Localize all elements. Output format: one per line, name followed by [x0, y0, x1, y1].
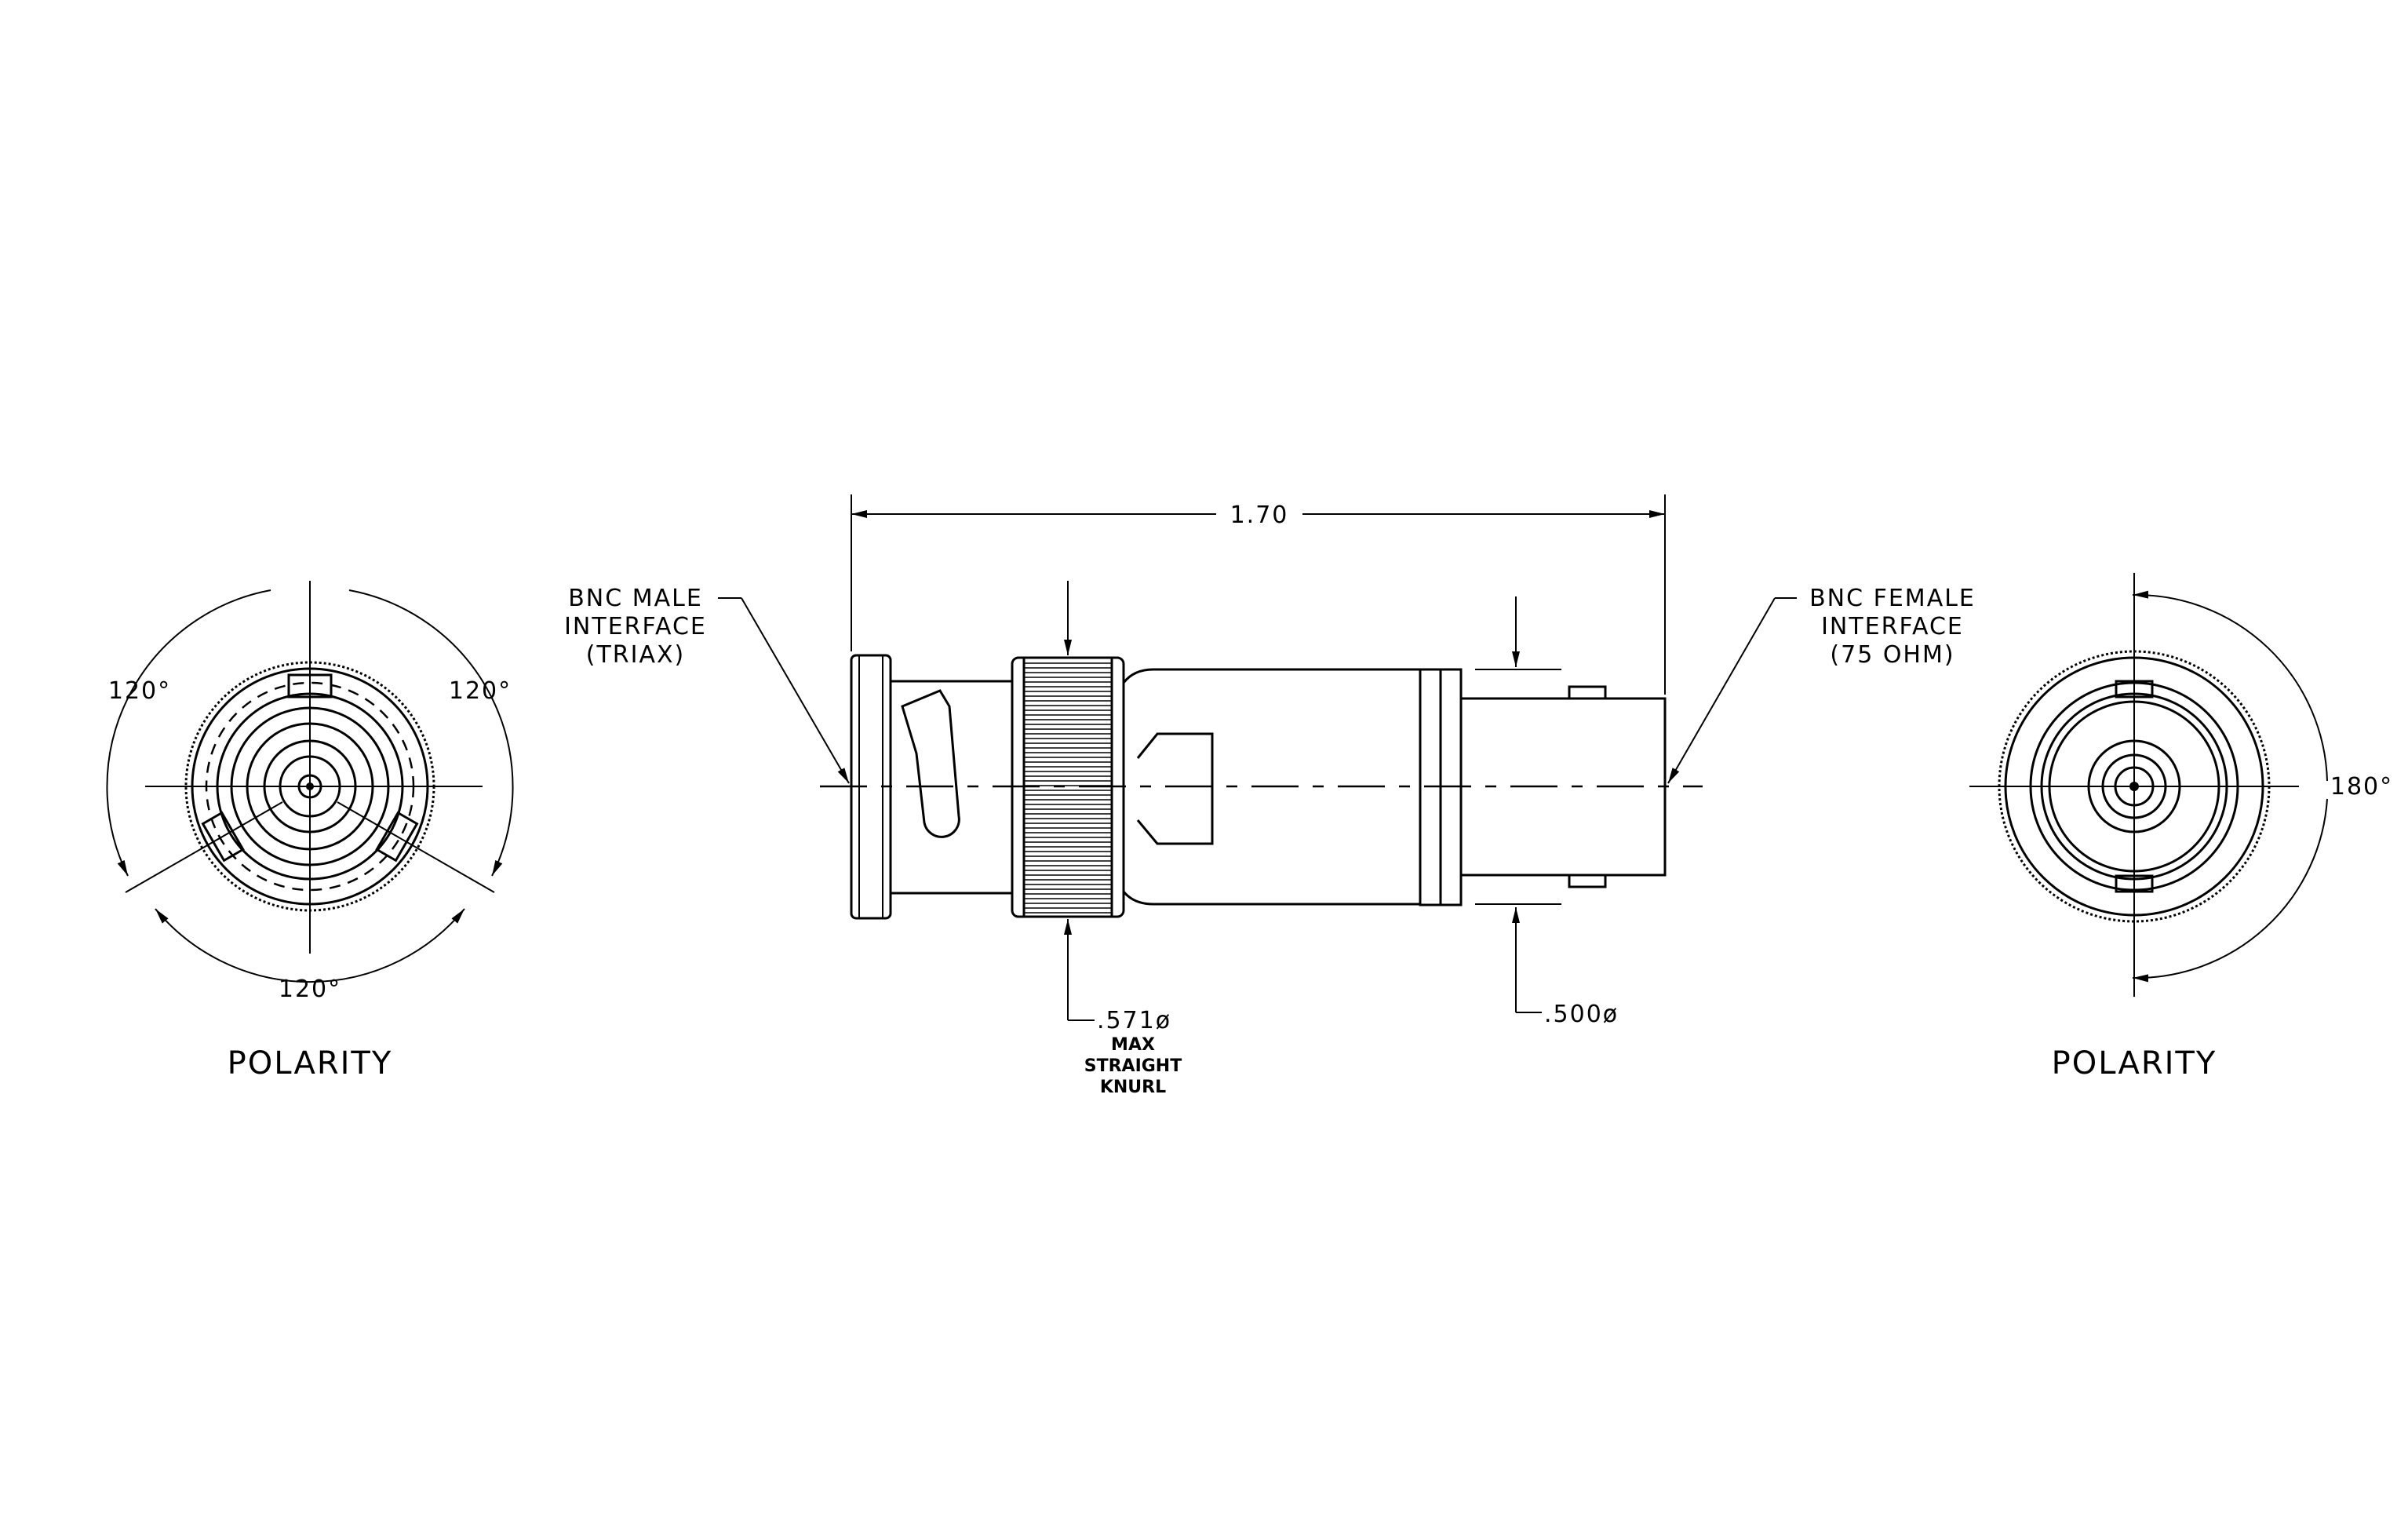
right-end-view: 180° POLARITY — [1969, 573, 2393, 1081]
overall-length-dimension: 1.70 — [1230, 502, 1289, 529]
knurl-diameter-dimension: .571ø — [1097, 1007, 1171, 1034]
angle-label-bottom: 120° — [279, 976, 341, 1003]
knurl-note-line-1: MAX — [1111, 1035, 1155, 1055]
female-interface-label-line-1: BNC FEMALE — [1809, 585, 1976, 612]
angle-label-right: 120° — [449, 677, 512, 705]
angle-label-180: 180° — [2330, 773, 2393, 801]
body-diameter-dimension: .500ø — [1544, 1001, 1619, 1028]
polarity-caption-right: POLARITY — [2052, 1045, 2217, 1081]
male-interface-label-line-1: BNC MALE — [568, 585, 703, 612]
knurl-note-line-2: STRAIGHT — [1084, 1056, 1182, 1076]
left-end-view: 120° 120° 120° POLARITY — [106, 581, 514, 1081]
male-interface-label-line-3: (TRIAX) — [586, 641, 686, 669]
male-interface-label-line-2: INTERFACE — [564, 613, 707, 640]
knurl-note-line-3: KNURL — [1100, 1078, 1166, 1097]
polarity-caption-left: POLARITY — [228, 1045, 393, 1081]
angle-label-left: 120° — [108, 677, 171, 705]
side-view: 1.70 .571ø MAX STRAIGHT KNURL .500ø BNC … — [564, 494, 1976, 1097]
female-interface-label-line-3: (75 OHM) — [1830, 641, 1954, 669]
female-interface-label-line-2: INTERFACE — [1821, 613, 1964, 640]
